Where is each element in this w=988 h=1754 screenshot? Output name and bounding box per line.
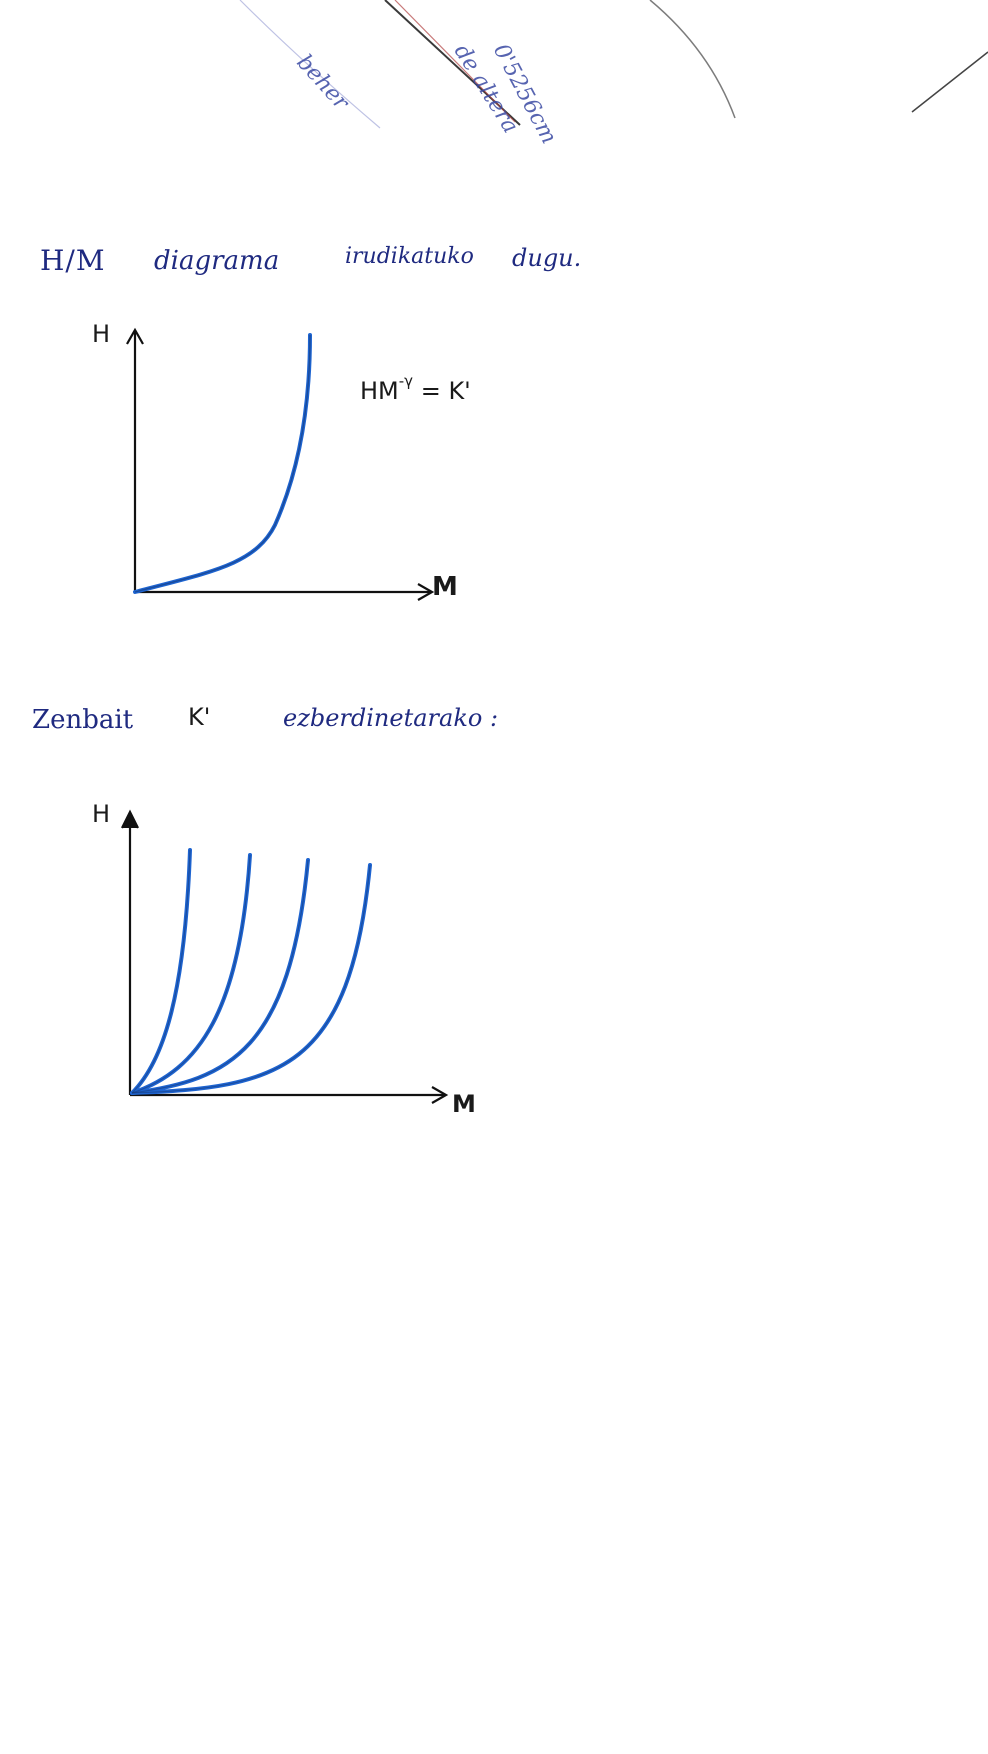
chart2-curve-3-edge: [131, 859, 309, 1094]
chart2-diagram: [121, 809, 449, 1104]
chart1-x-arrow: [417, 583, 435, 601]
chart1-curve-edge: [134, 334, 311, 593]
residue-arc: [649, 0, 736, 119]
residue-arc-2: [239, 0, 381, 129]
heading1-word4: dugu.: [512, 244, 582, 272]
formula-exponent: -γ: [398, 372, 414, 390]
chart1-curve: [133, 333, 312, 594]
heading1-word2: diagrama: [154, 246, 280, 276]
formula-base: HM: [360, 377, 399, 405]
chart1-x-axis-label: M: [432, 572, 458, 602]
chart1-formula: HM-γ = K': [360, 372, 471, 405]
residue-layer: 0'5256cm de altera beher: [0, 0, 988, 200]
heading1-word1: H/M: [40, 244, 106, 277]
heading2-word2: K': [188, 703, 211, 731]
chart2-y-axis-label: H: [92, 800, 111, 828]
formula-rhs: = K': [420, 377, 471, 405]
chart2-curve-4: [130, 863, 372, 1095]
residue-line-2: [911, 51, 988, 113]
chart2-curve-1-edge: [131, 849, 191, 1094]
heading1-word3: irudikatuko: [345, 244, 474, 269]
residue-line-red: [394, 0, 516, 123]
chart2-y-arrow: [121, 809, 139, 829]
residue-strokes: [239, 0, 988, 129]
chart2-curve-1: [130, 848, 192, 1095]
chart2-curve-3: [130, 858, 310, 1095]
heading2-word1: Zenbait: [32, 705, 134, 735]
chart1-y-axis-label: H: [92, 320, 111, 348]
chart2-curve-2-edge: [131, 854, 251, 1094]
chart2-x-arrow: [431, 1086, 449, 1104]
chart2-x-axis-label: M: [452, 1090, 476, 1118]
chart1-diagram: [126, 327, 435, 601]
chart1-y-arrow: [126, 327, 144, 345]
heading2-word3: ezberdinetarako :: [283, 704, 499, 732]
chart2-curve-4-edge: [131, 864, 371, 1094]
